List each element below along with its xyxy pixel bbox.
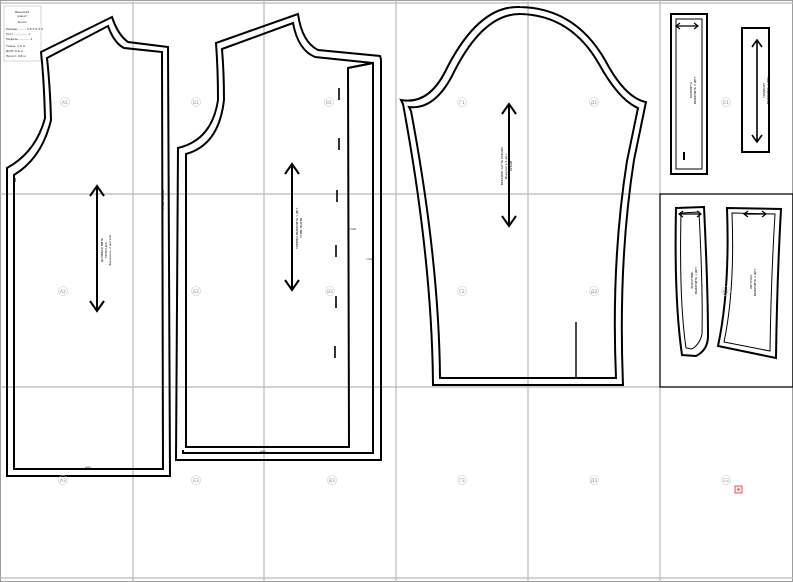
svg-text:Б3: Б3 (193, 478, 199, 484)
tile-label-d1: Д1 (589, 97, 599, 107)
stand-piece (716, 206, 783, 360)
title-line1: Женский (15, 10, 29, 14)
svg-text:ВЫКРОИТЬ 2 ДЕТ.: ВЫКРОИТЬ 2 ДЕТ. (753, 268, 757, 296)
notch-label: низ (85, 465, 91, 469)
svg-text:МАНЖЕТА: МАНЖЕТА (689, 81, 693, 98)
svg-text:СГИБ ТКАНИ: СГИБ ТКАНИ (299, 218, 303, 238)
svg-text:Д3: Д3 (591, 478, 598, 484)
tile-label-b1: Б1 (191, 97, 201, 107)
sleeve-annotation: ВЕРХНЯЯ ЧАСТЬ РУКАВА Выкроить 2 дет. РУК… (500, 146, 513, 185)
stand-arrow (743, 210, 767, 218)
svg-text:Б2: Б2 (193, 289, 199, 295)
svg-text:Д1: Д1 (591, 100, 598, 106)
svg-text:В1: В1 (326, 100, 332, 106)
svg-text:РУКАВ: РУКАВ (509, 161, 513, 171)
notch-label: низ (260, 449, 266, 453)
facing-text: ПОДБОРТ ВЫКРОИТЬ 2 ДЕТ. (762, 76, 770, 104)
tile-label-v3: В3 (327, 475, 337, 485)
svg-text:ВЫКРОИТЬ 2 ДЕТ.: ВЫКРОИТЬ 2 ДЕТ. (766, 76, 770, 104)
facing-grain-arrow (751, 38, 763, 144)
svg-text:В2: В2 (327, 289, 333, 295)
svg-text:Г1: Г1 (459, 100, 465, 106)
title-row: Размер ........ 4 8 5 0 5 2 (6, 27, 43, 31)
svg-text:Б1: Б1 (193, 100, 199, 106)
svg-text:СГИБ ТКАНИ: СГИБ ТКАНИ (161, 190, 165, 210)
svg-text:ДОЛЕВАЯ НИТЬ: ДОЛЕВАЯ НИТЬ (100, 238, 104, 262)
title-small: Ткань: 1,5 м (5, 44, 25, 48)
svg-text:ВЫКРОИТЬ 1 ДЕТ.: ВЫКРОИТЬ 1 ДЕТ. (694, 266, 698, 294)
svg-text:Выкроить 2 дет.: Выкроить 2 дет. (504, 153, 508, 179)
tile-label-d3: Д3 (589, 475, 599, 485)
tile-label-a2: А2 (58, 286, 68, 296)
svg-text:Е3: Е3 (723, 478, 729, 484)
svg-text:ПОЛОЧКА: ПОЛОЧКА (104, 241, 108, 257)
collar-text: ВОРОТНИК ВЫКРОИТЬ 1 ДЕТ. (690, 266, 698, 294)
notch-label: спин (366, 257, 374, 261)
cuff-strip-left (670, 13, 708, 175)
svg-text:Выкроить 2 детали: Выкроить 2 детали (108, 235, 112, 266)
cuff-left-text: МАНЖЕТА ВЫКРОИТЬ 2 ДЕТ. (689, 76, 697, 104)
collar-arrow (678, 210, 702, 218)
svg-text:Е2: Е2 (723, 289, 729, 295)
svg-text:В3: В3 (329, 478, 335, 484)
tile-label-b2: Б2 (191, 286, 201, 296)
tile-label-e1: Е1 (721, 97, 731, 107)
title-small: Прокл: 0,8 м (6, 54, 26, 58)
svg-text:Е1: Е1 (723, 100, 729, 106)
title-line2: жакет (17, 14, 27, 18)
back-grain-arrow (284, 162, 300, 292)
svg-text:ВЫКРОИТЬ 2 ДЕТ.: ВЫКРОИТЬ 2 ДЕТ. (693, 76, 697, 104)
notch-label: сгиб (349, 227, 356, 231)
back-dashes (334, 88, 340, 358)
tile-label-e2: Е2 (721, 286, 731, 296)
svg-text:А2: А2 (60, 289, 66, 295)
tile-label-g2: Г2 (457, 286, 467, 296)
back-piece (174, 12, 382, 461)
tile-label-e3: Е3 (721, 475, 731, 485)
svg-text:ОБТАЧКА: ОБТАЧКА (749, 274, 753, 289)
svg-text:СПИНКА ВЫКРОИТЬ 1 ДЕТ.: СПИНКА ВЫКРОИТЬ 1 ДЕТ. (295, 207, 299, 249)
facing-strip (741, 27, 770, 153)
front-side-text: СГИБ ТКАНИ (161, 190, 165, 210)
svg-text:ПОДБОРТ: ПОДБОРТ (762, 82, 766, 97)
back-annotation: СПИНКА ВЫКРОИТЬ 1 ДЕТ. СГИБ ТКАНИ (295, 207, 303, 249)
tile-labels: А1 Б1 В1 Г1 Д1 Е1 А2 Б2 В2 Г2 Д2 Е2 А3 Б… (58, 97, 731, 485)
svg-text:А1: А1 (62, 100, 68, 106)
svg-text:А3: А3 (60, 478, 66, 484)
tile-label-a1: А1 (60, 97, 70, 107)
stand-text: ОБТАЧКА ВЫКРОИТЬ 2 ДЕТ. (749, 268, 757, 296)
tile-label-v2: В2 (325, 286, 335, 296)
title-row: Рост .............. 1 (6, 32, 30, 36)
svg-text:Д2: Д2 (591, 289, 598, 295)
sleeve-grain-arrow (501, 102, 517, 228)
front-annotation: ДОЛЕВАЯ НИТЬ ПОЛОЧКА Выкроить 2 детали (100, 235, 112, 266)
svg-text:ВОРОТНИК: ВОРОТНИК (690, 271, 694, 289)
svg-text:ВЕРХНЯЯ ЧАСТЬ РУКАВА: ВЕРХНЯЯ ЧАСТЬ РУКАВА (500, 146, 504, 185)
title-subtitle: Эскиз (17, 20, 27, 24)
collar-box (659, 193, 793, 388)
tile-label-a3: А3 (58, 475, 68, 485)
title-row: Модель ........... 1 (6, 37, 32, 41)
collar-piece (674, 205, 710, 358)
tile-label-v1: В1 (324, 97, 334, 107)
tile-label-b3: Б3 (191, 475, 201, 485)
corner-marker-icon (734, 485, 743, 494)
tile-label-g3: Г3 (457, 475, 467, 485)
svg-text:Г2: Г2 (459, 289, 465, 295)
front-grain-arrow (89, 184, 105, 313)
title-small: ДОП: 0,6 м (6, 49, 23, 53)
tile-label-g1: Г1 (457, 97, 467, 107)
cuff-left-arrow (675, 22, 699, 160)
tile-label-d2: Д2 (589, 286, 599, 296)
sleeve-piece (399, 5, 648, 386)
svg-text:Г3: Г3 (459, 478, 465, 484)
title-block: Женский жакет Эскиз Размер ........ 4 8 … (3, 5, 43, 62)
front-piece (6, 15, 172, 477)
